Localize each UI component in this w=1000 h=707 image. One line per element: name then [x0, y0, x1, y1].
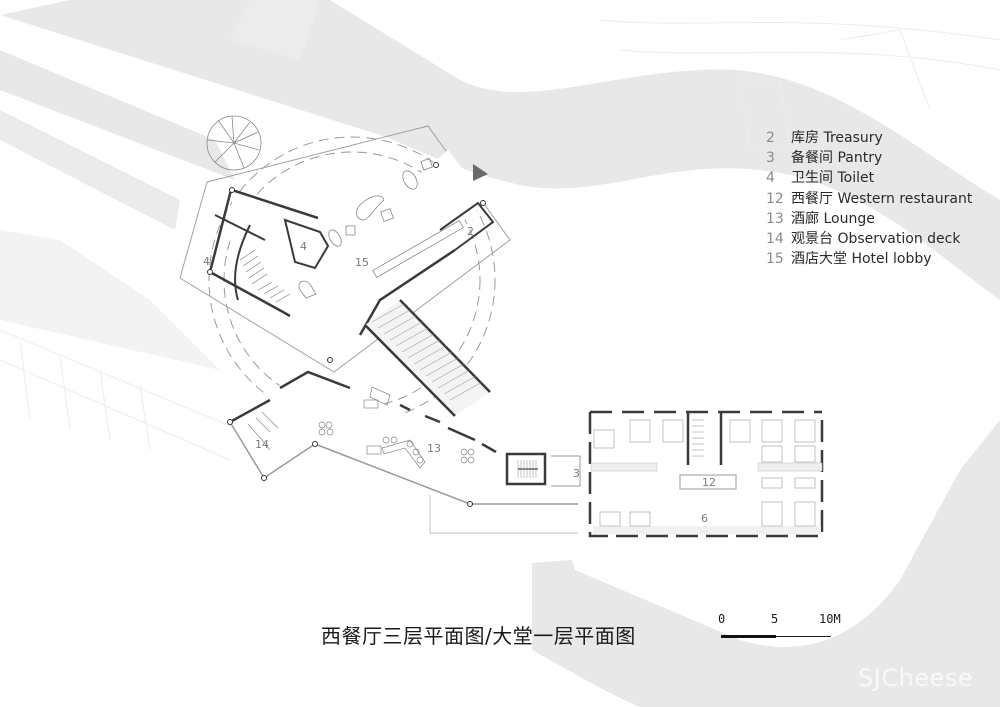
hotel-lobby-block: 15 2 4 4 — [179, 125, 511, 373]
room-label-observation-deck: 14 — [255, 438, 269, 451]
watermark: SJCheese — [858, 664, 974, 692]
scale-bar: 0 5 10M — [718, 612, 858, 642]
scale-bar-thin-segment — [776, 636, 831, 637]
legend-item: 13 酒廊 Lounge — [766, 209, 972, 229]
room-label-pantry: 3 — [573, 467, 580, 480]
contour-lines — [0, 19, 1000, 461]
legend-label: 西餐厅 Western restaurant — [791, 190, 973, 207]
legend-item: 3 备餐间 Pantry — [766, 148, 972, 168]
grand-staircase — [364, 299, 491, 417]
room-label-toilet-a: 4 — [203, 255, 210, 268]
legend-number: 15 — [766, 251, 784, 268]
scale-tick-10m: 10M — [819, 612, 841, 626]
legend-label: 观景台 Observation deck — [791, 230, 961, 247]
legend-item: 14 观景台 Observation deck — [766, 229, 972, 249]
legend-label: 卫生间 Toilet — [791, 170, 875, 187]
legend-label: 备餐间 Pantry — [791, 150, 883, 167]
lounge-wing: 14 13 — [227, 370, 578, 534]
scale-tick-5: 5 — [771, 612, 779, 626]
drawing-title: 西餐厅三层平面图/大堂一层平面图 — [321, 624, 636, 648]
legend-label: 酒廊 Lounge — [791, 210, 875, 227]
room-label-lounge: 13 — [427, 442, 441, 455]
legend-item: 2 库房 Treasury — [766, 128, 972, 148]
tree-symbol — [206, 115, 262, 171]
legend-item: 15 酒店大堂 Hotel lobby — [766, 249, 972, 269]
legend-item: 4 卫生间 Toilet — [766, 168, 972, 188]
western-restaurant-block: 12 6 — [588, 410, 824, 538]
legend-number: 3 — [766, 150, 775, 167]
north-arrow-icon — [473, 164, 488, 181]
room-legend: 2 库房 Treasury 3 备餐间 Pantry 4 卫生间 Toilet 12 西… — [766, 128, 972, 269]
room-label-toilet-b: 4 — [300, 240, 307, 253]
legend-label: 库房 Treasury — [791, 130, 883, 146]
room-label-6: 6 — [701, 512, 708, 525]
legend-number: 14 — [766, 230, 784, 247]
scale-tick-0: 0 — [718, 612, 726, 626]
legend-number: 2 — [766, 130, 775, 146]
scale-bar-thick-segment — [721, 635, 776, 638]
legend-label: 酒店大堂 Hotel lobby — [791, 251, 932, 268]
legend-number: 13 — [766, 210, 784, 227]
legend-number: 4 — [766, 170, 775, 187]
stair-core: 3 — [505, 452, 581, 487]
room-label-lobby: 15 — [355, 256, 369, 269]
room-label-western-restaurant: 12 — [702, 476, 716, 489]
room-label-treasury: 2 — [467, 225, 474, 238]
legend-item: 12 西餐厅 Western restaurant — [766, 189, 972, 209]
legend-number: 12 — [766, 190, 784, 207]
